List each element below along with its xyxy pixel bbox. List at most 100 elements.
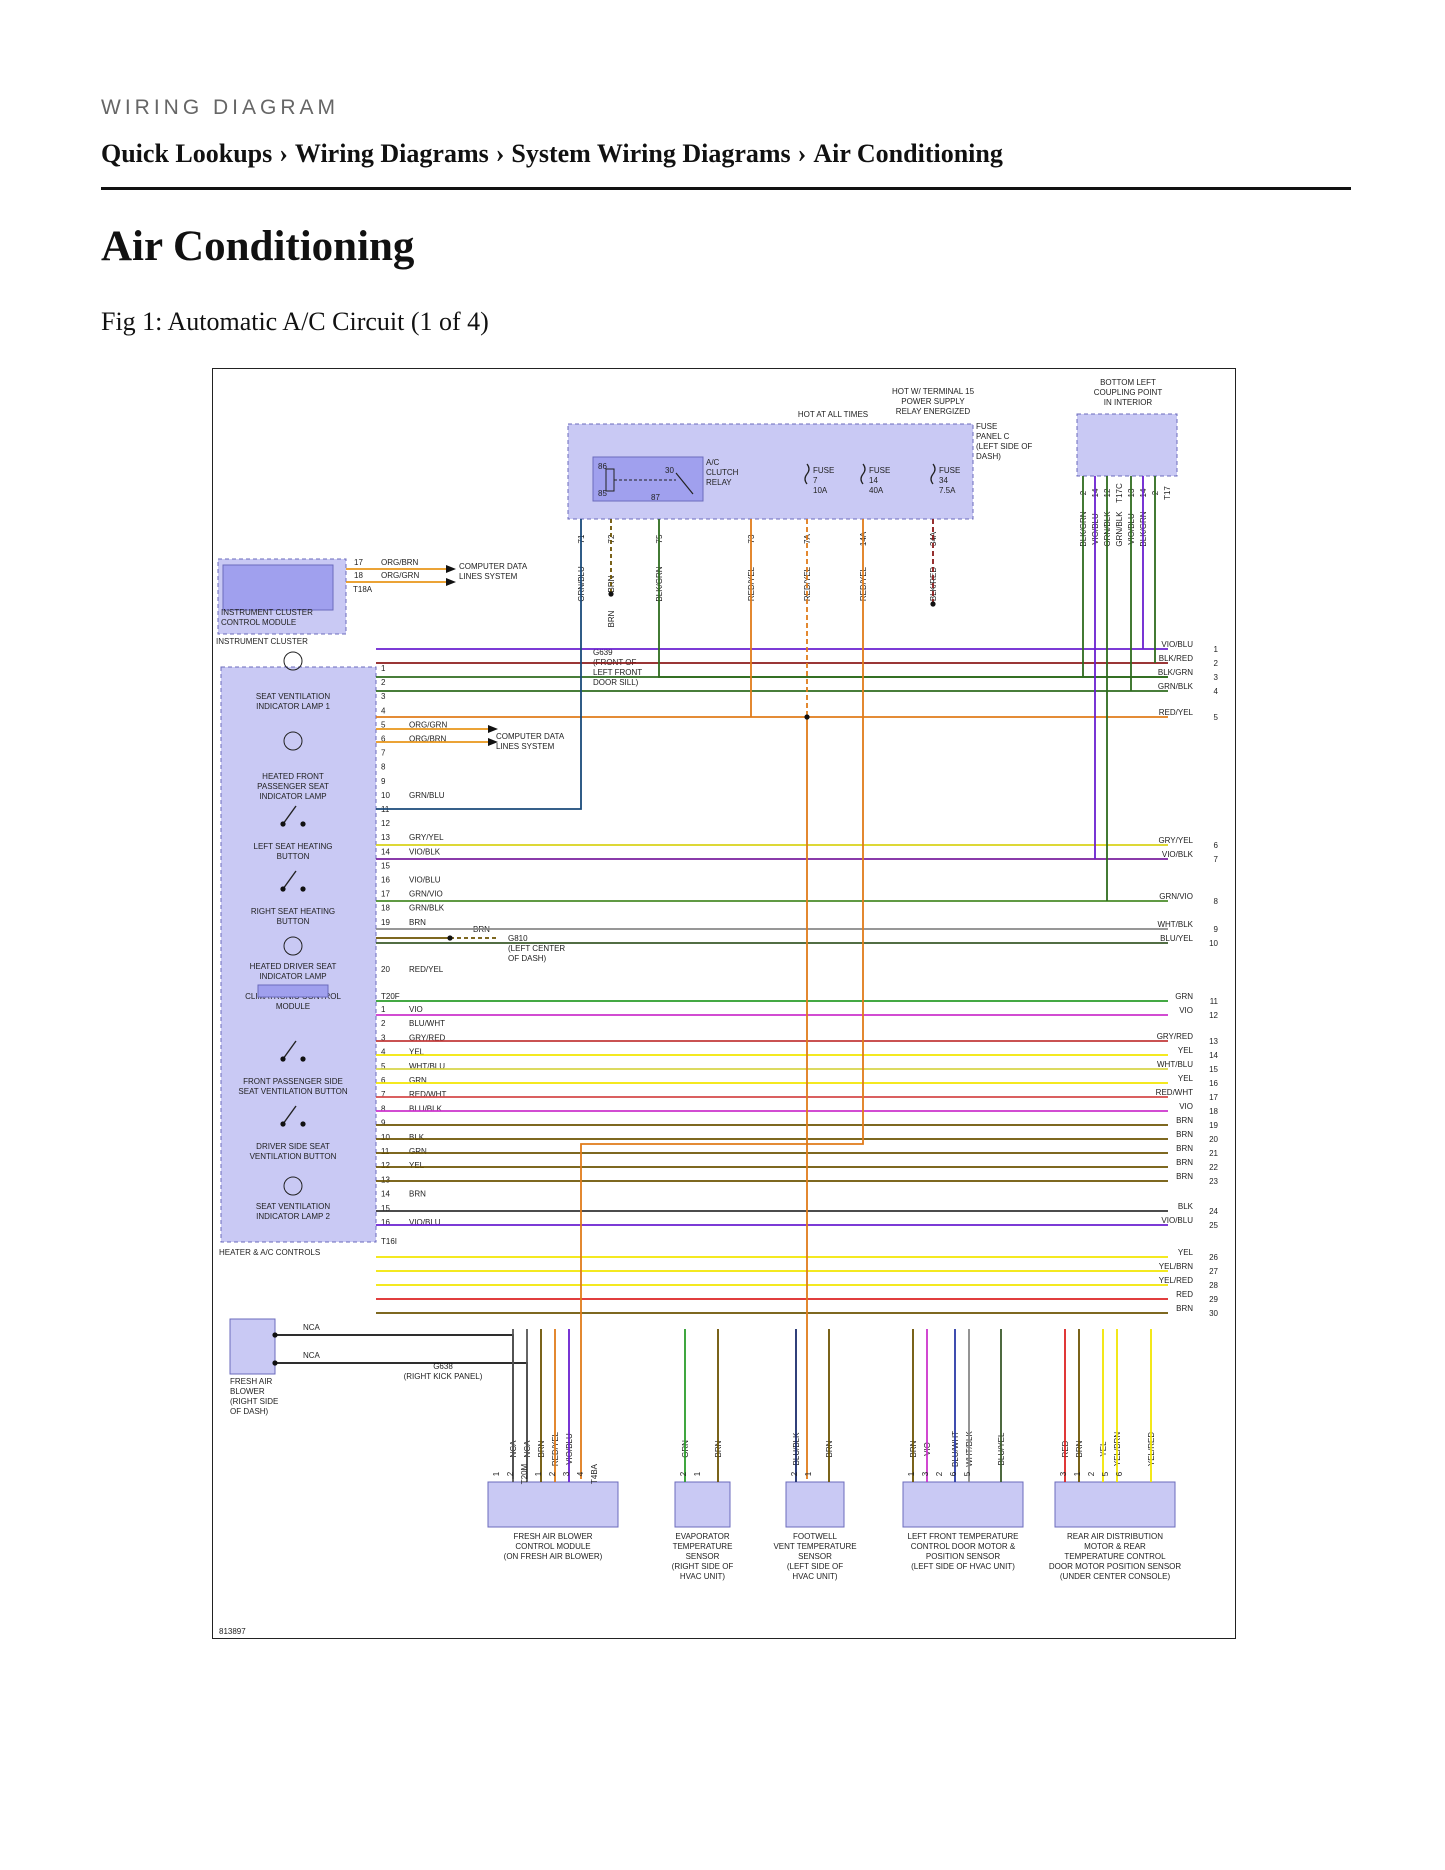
- fresh-air-blower-label: FRESH AIR: [230, 1377, 272, 1386]
- right-ref-wire-label: BLK/GRN: [1158, 668, 1193, 677]
- hc-pin-number: 18: [381, 904, 390, 913]
- switch-contact: [300, 886, 306, 892]
- control-component-label: SEAT VENTILATION BUTTON: [238, 1087, 347, 1096]
- breadcrumb-item-quick-lookups[interactable]: Quick Lookups: [101, 139, 273, 168]
- hc-pin-number: 16: [381, 876, 390, 885]
- right-ref-number: 23: [1209, 1177, 1218, 1186]
- right-ref-wire-label: BLU/YEL: [1160, 934, 1193, 943]
- right-ref-number: 26: [1209, 1253, 1218, 1262]
- red-yel-splice: [804, 714, 810, 720]
- right-ref-wire-label: VIO: [1179, 1006, 1193, 1015]
- bottom-component-box: [487, 1481, 619, 1528]
- instrument-cluster-label: CONTROL MODULE: [221, 618, 296, 627]
- right-ref-number: 3: [1214, 673, 1219, 682]
- fuse-symbol: [860, 463, 866, 485]
- control-component-label: MODULE: [276, 1002, 310, 1011]
- hc-wire-label: GRY/RED: [409, 1033, 446, 1042]
- blk-red-splice: [930, 601, 936, 607]
- right-ref-number: 12: [1209, 1011, 1218, 1020]
- bottom-pin-label: 4: [576, 1471, 585, 1476]
- right-ref-wire-label: VIO: [1179, 1102, 1193, 1111]
- ac-clutch-relay-label: CLUTCH: [706, 468, 739, 477]
- bottom-pin-label: 3: [1059, 1471, 1068, 1476]
- right-ref-wire-label: BRN: [1176, 1130, 1193, 1139]
- bottom-pin-label: 2: [679, 1471, 688, 1476]
- right-ref-number: 15: [1209, 1065, 1218, 1074]
- ic-pin-number: 17: [354, 558, 363, 567]
- relay-pin-label: 86: [598, 462, 607, 471]
- switch-contact: [280, 1121, 286, 1127]
- bottom-component-label: REAR AIR DISTRIBUTION: [1067, 1532, 1163, 1541]
- coupling-point-box: [1076, 413, 1178, 477]
- hc-pin-number: 8: [381, 763, 386, 772]
- right-ref-wire-label: GRN: [1175, 992, 1193, 1001]
- control-component-label: SEAT VENTILATION: [256, 692, 330, 701]
- ac-clutch-relay-box: [592, 456, 704, 502]
- right-ref-wire-label: WHT/BLU: [1157, 1060, 1193, 1069]
- hc-pin-number: 3: [381, 692, 386, 701]
- hc-pin-number: 10: [381, 791, 390, 800]
- bottom-pin-label: 6: [949, 1471, 958, 1476]
- g639-label: DOOR SILL): [593, 678, 639, 687]
- hc-pin-number: 5: [381, 720, 386, 729]
- hc-dest-label: COMPUTER DATA: [496, 732, 565, 741]
- control-component-label: HEATED DRIVER SEAT: [250, 962, 337, 971]
- instrument-cluster-group-label: INSTRUMENT CLUSTER: [216, 637, 308, 646]
- bottom-pin-label: 5: [1101, 1471, 1110, 1476]
- switch-contact: [280, 821, 286, 827]
- right-ref-number: 17: [1209, 1093, 1218, 1102]
- bottom-component-label: FRESH AIR BLOWER: [513, 1532, 592, 1541]
- hc-wire-label: WHT/BLU: [409, 1062, 445, 1071]
- fuse-label: FUSE: [813, 466, 834, 475]
- top-pin-label: 72: [607, 534, 616, 543]
- hc-pin-number: 10: [381, 1133, 390, 1142]
- bottom-component-box: [674, 1481, 731, 1528]
- ic-pin-number: 18: [354, 571, 363, 580]
- bottom-pin-label: 2: [548, 1471, 557, 1476]
- right-ref-wire-label: YEL: [1178, 1248, 1194, 1257]
- fresh-air-blower-box: [229, 1318, 276, 1375]
- relay-pin-label: 85: [598, 489, 607, 498]
- hc-wire-label: ORG/BRN: [409, 735, 447, 744]
- breadcrumb-item-wiring-diagrams[interactable]: Wiring Diagrams: [294, 139, 489, 168]
- bottom-component-label: DOOR MOTOR POSITION SENSOR: [1049, 1562, 1182, 1571]
- switch-contact: [300, 1121, 306, 1127]
- bottom-pin-label: 2: [935, 1471, 944, 1476]
- fresh-air-blower-label: (RIGHT SIDE: [230, 1397, 278, 1406]
- right-ref-wire-label: VIO/BLK: [1162, 850, 1194, 859]
- coupling-wire-label: GRN/BLK: [1115, 511, 1124, 547]
- breadcrumb-item-system-wiring-diagrams[interactable]: System Wiring Diagrams: [511, 139, 791, 168]
- g810-label: G810: [508, 934, 528, 943]
- breadcrumb-item-air-conditioning[interactable]: Air Conditioning: [813, 139, 1003, 168]
- switch-contact: [300, 1056, 306, 1062]
- bottom-component-label: (LEFT SIDE OF: [787, 1562, 843, 1571]
- bottom-component-label: CONTROL DOOR MOTOR &: [911, 1542, 1016, 1551]
- hc-dest-label: LINES SYSTEM: [496, 742, 555, 751]
- control-component-label: INDICATOR LAMP 2: [256, 1212, 330, 1221]
- climatronic-module-bar: [257, 984, 329, 998]
- bottom-pin-label: 1: [1073, 1471, 1082, 1476]
- right-ref-number: 10: [1209, 939, 1218, 948]
- bottom-pin-label: 6: [1115, 1471, 1124, 1476]
- relay-contact: [675, 472, 694, 495]
- bottom-component-label: HVAC UNIT): [680, 1572, 726, 1581]
- ic-dest-label: COMPUTER DATA: [459, 562, 528, 571]
- right-ref-number: 19: [1209, 1121, 1218, 1130]
- bottom-component-label: (ON FRESH AIR BLOWER): [504, 1552, 603, 1561]
- right-ref-number: 7: [1214, 855, 1219, 864]
- control-component-label: SEAT VENTILATION: [256, 1202, 330, 1211]
- coupling-point-label: BOTTOM LEFT: [1100, 378, 1156, 387]
- right-ref-number: 9: [1214, 925, 1219, 934]
- hc-wire-label: VIO/BLK: [409, 847, 441, 856]
- right-ref-wire-label: RED/YEL: [1159, 708, 1194, 717]
- control-component-label: HEATED FRONT: [262, 772, 324, 781]
- hc-wire-label: GRN: [409, 1076, 427, 1085]
- switch-icon: [282, 1040, 297, 1060]
- instrument-cluster-label: INSTRUMENT CLUSTER: [221, 608, 313, 617]
- hc-wire-label: ORG/GRN: [409, 720, 447, 729]
- hc-pin-number: 8: [381, 1104, 386, 1113]
- bottom-component-box: [1054, 1481, 1176, 1528]
- right-ref-wire-label: GRY/YEL: [1158, 836, 1193, 845]
